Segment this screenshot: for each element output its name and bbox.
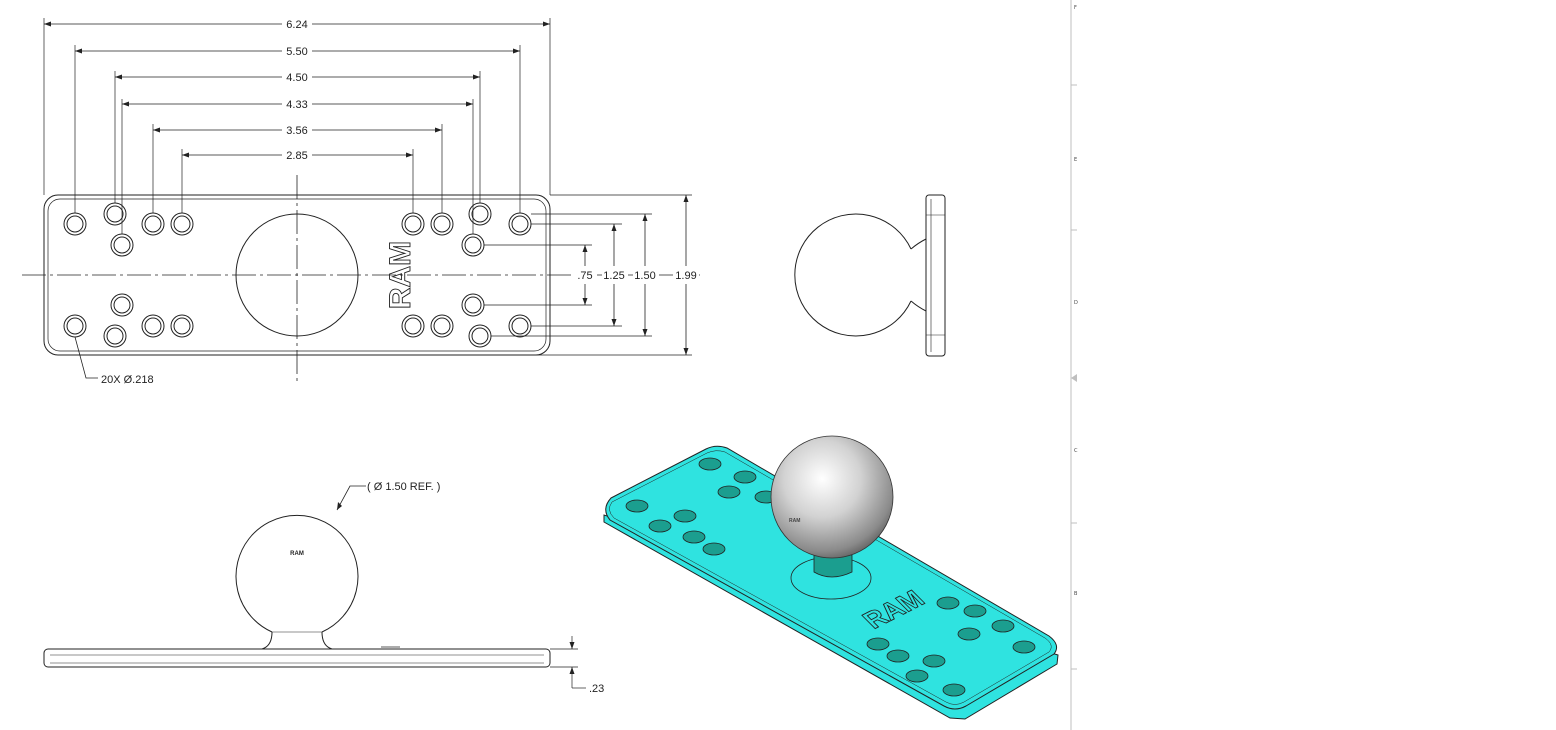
iso-hole xyxy=(936,596,960,610)
ram-logo-top: RAM xyxy=(384,241,417,309)
iso-plate-top-edge xyxy=(609,450,1052,705)
label-mask xyxy=(633,266,659,284)
zone-letter-e: E xyxy=(1074,157,1077,163)
hole-callout: 20X Ø.218 xyxy=(101,374,154,386)
iso-hole xyxy=(957,627,981,641)
horizontal-dimension-lines xyxy=(44,23,550,156)
ball-callout-leader xyxy=(336,485,366,511)
side-plate xyxy=(925,194,946,357)
hole xyxy=(508,212,532,236)
front-neck-right xyxy=(321,631,333,650)
iso-ball-neck xyxy=(813,554,853,578)
side-view xyxy=(794,194,946,357)
center-mark-arrow xyxy=(1071,374,1077,382)
front-plate xyxy=(43,648,551,668)
iso-hole xyxy=(991,619,1015,633)
hole xyxy=(141,212,165,236)
iso-hole xyxy=(702,542,726,556)
dim-4-33: 4.33 xyxy=(286,99,307,111)
front-ball-outline xyxy=(235,514,359,633)
hole xyxy=(430,212,454,236)
vertical-dimension-lines xyxy=(584,195,687,355)
side-ball-outline xyxy=(794,213,912,337)
top-view-labels: 6.24 5.50 4.50 4.33 3.56 2.85 .75 1.25 1… xyxy=(101,19,699,386)
top-view xyxy=(22,18,700,382)
label-mask xyxy=(673,266,699,284)
label-mask xyxy=(602,266,628,284)
hole xyxy=(170,212,194,236)
ball-callout-arrow xyxy=(337,502,342,510)
zone-letter-f: F xyxy=(1074,5,1077,11)
iso-hole xyxy=(922,654,946,668)
dim-1-99: 1.99 xyxy=(675,270,696,282)
vertical-dimension-arrows xyxy=(582,195,689,355)
dim-2-85: 2.85 xyxy=(286,150,307,162)
iso-hole xyxy=(866,637,890,651)
dim-1-25: 1.25 xyxy=(603,270,624,282)
hole xyxy=(401,212,425,236)
iso-hole xyxy=(1012,640,1036,654)
hole xyxy=(110,233,134,257)
label-mask xyxy=(575,266,597,284)
iso-hole xyxy=(733,470,757,484)
iso-hole xyxy=(942,683,966,697)
hole xyxy=(103,324,127,348)
iso-hole xyxy=(905,669,929,683)
isometric-view: RAM RAM xyxy=(603,435,1059,720)
front-view xyxy=(43,485,586,689)
thickness-dimension xyxy=(550,636,586,689)
dimension-arrows xyxy=(44,21,550,158)
iso-ball-logo: RAM xyxy=(789,518,800,524)
thickness-arrow-top xyxy=(569,642,575,649)
zone-letter-c: C xyxy=(1074,448,1078,454)
hole xyxy=(508,314,532,338)
hole xyxy=(468,324,492,348)
front-view-labels: ( Ø 1.50 REF. ) RAM .23 xyxy=(290,481,604,695)
hole xyxy=(468,202,492,226)
ball-logo: RAM xyxy=(290,551,304,557)
side-neck-top xyxy=(910,238,927,250)
iso-holes xyxy=(625,457,1036,697)
iso-hole xyxy=(625,499,649,513)
plate-inner-outline xyxy=(47,198,547,352)
side-neck-bottom xyxy=(910,300,927,312)
dim-4-50: 4.50 xyxy=(286,72,307,84)
front-neck-left xyxy=(261,631,273,650)
hole xyxy=(170,314,194,338)
thickness-arrow-bottom xyxy=(569,667,575,674)
hole xyxy=(401,314,425,338)
thickness-label: .23 xyxy=(589,683,604,695)
hole xyxy=(63,314,87,338)
iso-ball xyxy=(770,435,894,559)
hole xyxy=(461,293,485,317)
hole xyxy=(430,314,454,338)
iso-hole xyxy=(717,485,741,499)
vertical-extension-lines xyxy=(484,194,692,356)
plate-outline xyxy=(43,194,551,356)
ball-callout: ( Ø 1.50 REF. ) xyxy=(367,481,440,493)
iso-hole xyxy=(698,457,722,471)
drawing-border: F E D C B xyxy=(1070,0,1078,730)
iso-hole xyxy=(682,530,706,544)
dim-3-56: 3.56 xyxy=(286,125,307,137)
dim-6-24: 6.24 xyxy=(286,19,307,31)
dim-1-50: 1.50 xyxy=(634,270,655,282)
hole-callout-leader xyxy=(74,336,98,379)
iso-hole xyxy=(963,604,987,618)
dim-0-75: .75 xyxy=(577,270,592,282)
hole xyxy=(110,293,134,317)
dim-5-50: 5.50 xyxy=(286,46,307,58)
zone-letter-d: D xyxy=(1074,300,1078,306)
hole xyxy=(63,212,87,236)
iso-hole xyxy=(648,519,672,533)
hole xyxy=(141,314,165,338)
zone-letter-b: B xyxy=(1074,591,1078,597)
hole xyxy=(103,202,127,226)
ball-outline xyxy=(235,213,359,337)
iso-hole xyxy=(673,509,697,523)
hole xyxy=(461,233,485,257)
extension-lines xyxy=(43,18,551,234)
iso-hole xyxy=(886,649,910,663)
